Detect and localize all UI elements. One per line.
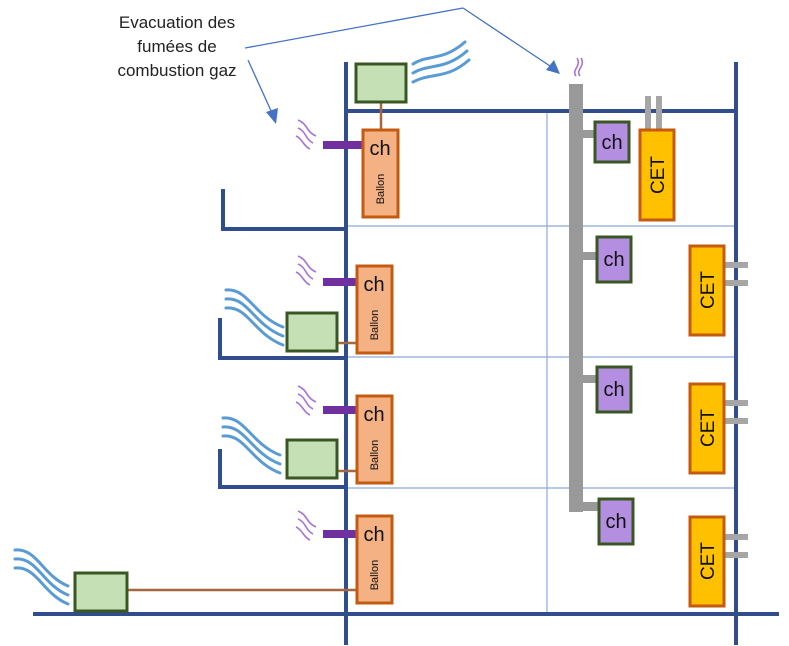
outdoor-units bbox=[73, 62, 408, 613]
boiler-tank-1: ch Ballon bbox=[361, 128, 400, 219]
cet-connector bbox=[724, 280, 748, 286]
cet-connectors bbox=[645, 96, 748, 558]
chimney-boiler-1: ch bbox=[593, 120, 631, 164]
chimney-boiler-4: ch bbox=[597, 497, 635, 546]
smoke-icon bbox=[295, 255, 317, 286]
boiler-tank-box bbox=[355, 264, 394, 355]
outdoor-unit-2 bbox=[285, 311, 339, 353]
cet-connector bbox=[724, 552, 748, 558]
chimney-boiler-2: ch bbox=[595, 235, 633, 284]
boiler-tank-box bbox=[361, 128, 400, 219]
annotation-arrows bbox=[244, 7, 560, 124]
arrowhead-flue bbox=[266, 108, 278, 124]
wave-icon bbox=[221, 416, 282, 475]
boiler-label: ch bbox=[601, 132, 622, 154]
flue-pipes bbox=[323, 141, 363, 538]
building-structure bbox=[33, 62, 779, 645]
smoke-icon bbox=[295, 119, 317, 150]
chimney-boilers: ch ch ch ch bbox=[593, 120, 635, 546]
brown-pipes bbox=[127, 102, 383, 592]
chimney-boiler-3: ch bbox=[595, 365, 633, 414]
cet-unit-4: CET bbox=[688, 515, 726, 608]
annotation-line-1: Evacuation des bbox=[119, 13, 235, 32]
tank-label: Ballon bbox=[369, 560, 381, 591]
flue-4 bbox=[323, 530, 357, 538]
cet-connector bbox=[724, 534, 748, 540]
tank-label: Ballon bbox=[369, 310, 381, 341]
arrow-line-left bbox=[247, 59, 273, 114]
chimney-branch-2 bbox=[583, 252, 597, 260]
annotation-line-2: fumées de bbox=[137, 37, 216, 56]
balcony-3 bbox=[218, 449, 346, 489]
chimney-foot bbox=[569, 502, 601, 511]
cet-unit-2: CET bbox=[688, 244, 726, 337]
arrowhead-chimney bbox=[546, 60, 560, 74]
boiler-label: ch bbox=[603, 249, 624, 271]
boiler-label: ch bbox=[605, 511, 626, 533]
cet-units: CET CET CET CET bbox=[638, 128, 726, 608]
boiler-tank-box bbox=[355, 394, 394, 485]
smoke-icon bbox=[295, 510, 317, 541]
flue-1 bbox=[323, 141, 363, 149]
wave-icon bbox=[411, 40, 471, 84]
wave-icon bbox=[224, 288, 285, 347]
cet-connector bbox=[724, 400, 748, 406]
tank-label: Ballon bbox=[375, 174, 387, 205]
exhaust-waves bbox=[13, 40, 471, 606]
smoke-icon bbox=[295, 385, 317, 416]
smoke-wisps bbox=[295, 57, 584, 541]
tank-label: Ballon bbox=[369, 440, 381, 471]
boiler-label: ch bbox=[363, 274, 384, 296]
wave-icon bbox=[13, 548, 70, 606]
arrow-line-right bbox=[462, 7, 554, 69]
outdoor-unit-roof bbox=[354, 62, 408, 104]
outdoor-unit-ground bbox=[73, 571, 129, 613]
boiler-label: ch bbox=[363, 404, 384, 426]
smoke-icon bbox=[573, 57, 584, 77]
cet-connector bbox=[724, 262, 748, 268]
flue-2 bbox=[323, 278, 357, 286]
chimney-shaft bbox=[569, 84, 583, 512]
cet-connector bbox=[645, 96, 651, 130]
flue-3 bbox=[323, 406, 357, 414]
cet-connector bbox=[724, 418, 748, 424]
boiler-label: ch bbox=[363, 524, 384, 546]
cet-label: CET bbox=[698, 271, 719, 309]
boiler-tank-2: ch Ballon bbox=[355, 264, 394, 355]
cet-connector bbox=[656, 96, 662, 130]
arrow-line-top bbox=[244, 7, 464, 49]
floor-lines bbox=[346, 112, 737, 614]
chimney-branch-1 bbox=[583, 130, 595, 138]
annotation: Evacuation des fumées de combustion gaz bbox=[117, 13, 236, 80]
boiler-tank-3: ch Ballon bbox=[355, 394, 394, 485]
chimney bbox=[569, 84, 601, 512]
balcony-1 bbox=[221, 189, 346, 231]
cet-unit-3: CET bbox=[688, 382, 726, 475]
cet-label: CET bbox=[648, 156, 669, 194]
boiler-tank-box bbox=[355, 514, 394, 605]
cet-label: CET bbox=[698, 542, 719, 580]
boiler-label: ch bbox=[369, 138, 390, 160]
annotation-line-3: combustion gaz bbox=[117, 61, 236, 80]
cet-label: CET bbox=[698, 409, 719, 447]
outdoor-unit-3 bbox=[285, 438, 339, 480]
balcony-2 bbox=[218, 318, 346, 360]
boiler-tank-4: ch Ballon bbox=[355, 514, 394, 605]
chimney-branch-3 bbox=[583, 375, 597, 383]
boiler-label: ch bbox=[603, 379, 624, 401]
cet-unit-1: CET bbox=[638, 128, 676, 222]
